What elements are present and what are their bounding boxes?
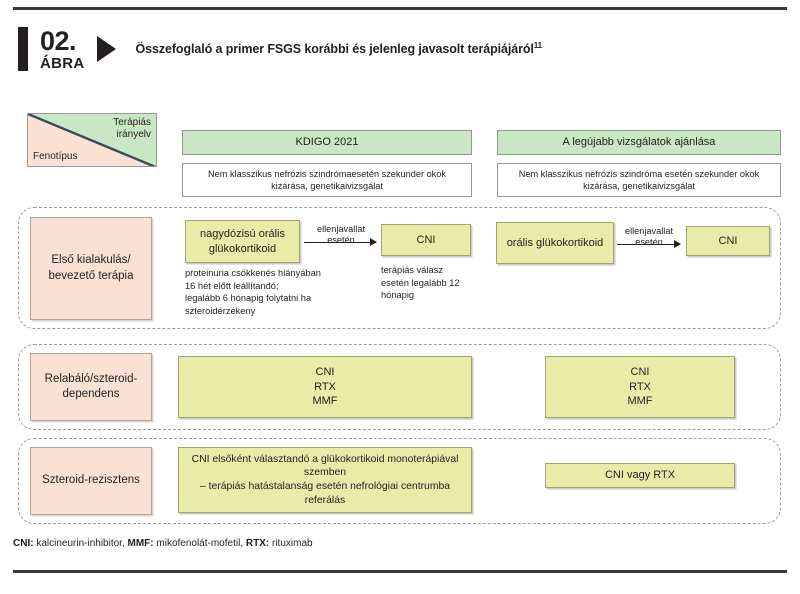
top-rule (13, 7, 787, 10)
legend-diagonal-line (28, 114, 156, 166)
phenotype-resistant: Szteroid-rezisztens (30, 447, 152, 515)
phenotype-first-onset: Első kialakulás/ bevezető terápia (30, 217, 152, 320)
arrow-label-line2: esetén (327, 235, 355, 246)
phenotype-relapsing: Relabáló/szteroid-dependens (30, 353, 152, 421)
group-first-onset (18, 207, 781, 329)
arrow-head-icon (674, 239, 681, 248)
arrow-label-line1: ellenjavallat (316, 224, 365, 234)
kdigo-first-onset-primary: nagydózisú orális glükokortikoid (185, 220, 300, 263)
figure-number: 02. (40, 25, 77, 56)
group-resistant (18, 438, 781, 524)
kdigo-first-onset-note: proteinuria csökkenés hiányában 16 hét e… (185, 268, 321, 316)
figure-accent-bar (18, 27, 28, 71)
abbr-cni-val: kalcineurin-inhibitor, (33, 538, 128, 549)
figure-number-block: 02. ÁBRA (40, 25, 85, 72)
figure-header: 02. ÁBRA Összefoglaló a primer FSGS korá… (18, 25, 778, 73)
triangle-arrow-icon (96, 36, 116, 62)
abbr-rtx-val: rituximab (269, 538, 313, 549)
kdigo-first-onset-secondary-note: terápiás válasz esetén legalább 12 hónap… (381, 265, 460, 301)
abbr-mmf-key: MMF: (127, 538, 154, 549)
group-relapsing (18, 344, 781, 430)
legend-phenotype-label: Fenotípus (33, 150, 78, 162)
legend-therapy-line1: Terápiás (113, 117, 151, 128)
footer-abbreviations: CNI: kalcineurin-inhibitor, MMF: mikofen… (13, 538, 313, 549)
latest-first-onset-secondary: CNI (686, 226, 770, 256)
arrow-label-line1: ellenjavallat (624, 226, 673, 236)
kdigo-resistant-box: CNI elsőként választandó a glükokortikoi… (178, 447, 472, 513)
bottom-rule (13, 570, 787, 573)
abbr-rtx-key: RTX: (245, 538, 270, 549)
arrow-label-line2: esetén (635, 237, 663, 248)
arrow-shaft (304, 241, 376, 243)
latest-first-onset-primary: orális glükokortikoid (496, 222, 614, 264)
column-subheader-latest: Nem klasszikus nefrózis szindróma esetén… (497, 163, 781, 197)
column-subheader-kdigo: Nem klasszikus nefrózis szindrómaesetén … (182, 163, 472, 197)
page-title: Összefoglaló a primer FSGS korábbi és je… (135, 41, 543, 57)
abbr-mmf-val: mikofenolát-mofetil, (153, 538, 246, 549)
latest-resistant-box: CNI vagy RTX (545, 463, 735, 488)
arrow-kdigo-first-onset (304, 237, 377, 246)
figure-title-text: Összefoglaló a primer FSGS korábbi és je… (135, 42, 534, 57)
arrow-latest-first-onset (617, 239, 681, 248)
abbr-cni-key: CNI: (13, 538, 34, 549)
latest-relapsing-box: CNI RTX MMF (545, 356, 735, 418)
legend-therapy-line2: irányelv (116, 128, 151, 140)
arrow-head-icon (370, 237, 377, 246)
figure-title-superscript: 11 (533, 41, 543, 51)
figure-label: ÁBRA (40, 54, 85, 72)
column-header-kdigo: KDIGO 2021 (182, 130, 472, 155)
column-header-latest: A legújabb vizsgálatok ajánlása (497, 130, 781, 155)
arrow-shaft (617, 243, 680, 245)
kdigo-relapsing-box: CNI RTX MMF (178, 356, 472, 418)
kdigo-first-onset-secondary: CNI (381, 224, 471, 256)
